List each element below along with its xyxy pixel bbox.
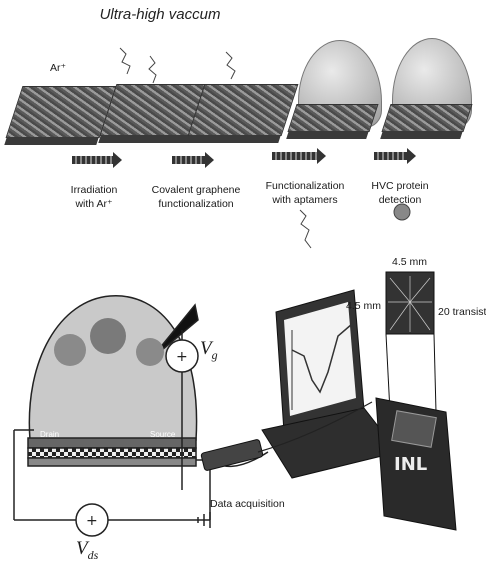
chip-width-label: 4.5 mm	[392, 256, 427, 268]
zoom-line-right	[434, 334, 436, 412]
chip-die	[392, 411, 437, 447]
transistor-count-label: 20 transistors	[438, 306, 486, 318]
chip-height-label: 4.5 mm	[346, 300, 381, 312]
chip-brand: INL	[394, 454, 427, 475]
